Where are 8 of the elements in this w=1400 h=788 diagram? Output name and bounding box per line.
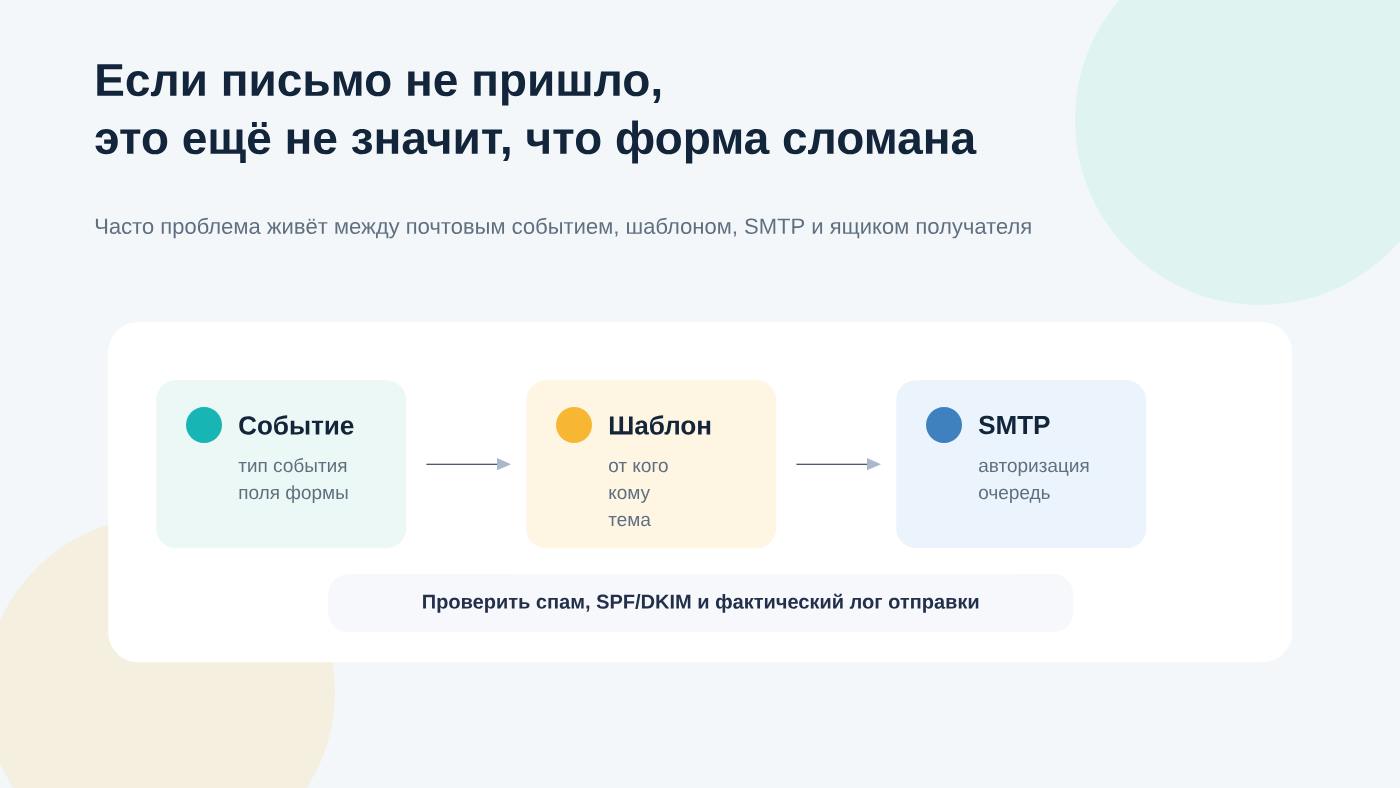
check-note: Проверить спам, SPF/DKIM и фактический лог отправки [328, 574, 1074, 633]
arrow [425, 458, 511, 471]
title: Если письмо не пришло, это ещё не значит, что форма сломана [95, 64, 977, 164]
step-card: SMTP авторизация очередь [896, 380, 1147, 549]
subtitle: Часто проблема живёт между почтовым событием, шаблоном, SMTP и ящиком получателя [95, 217, 1031, 239]
step-card: Шаблон от кого кому тема [526, 380, 777, 549]
arrow [795, 458, 881, 471]
step-card: Событие тип события поля формы [156, 380, 407, 549]
